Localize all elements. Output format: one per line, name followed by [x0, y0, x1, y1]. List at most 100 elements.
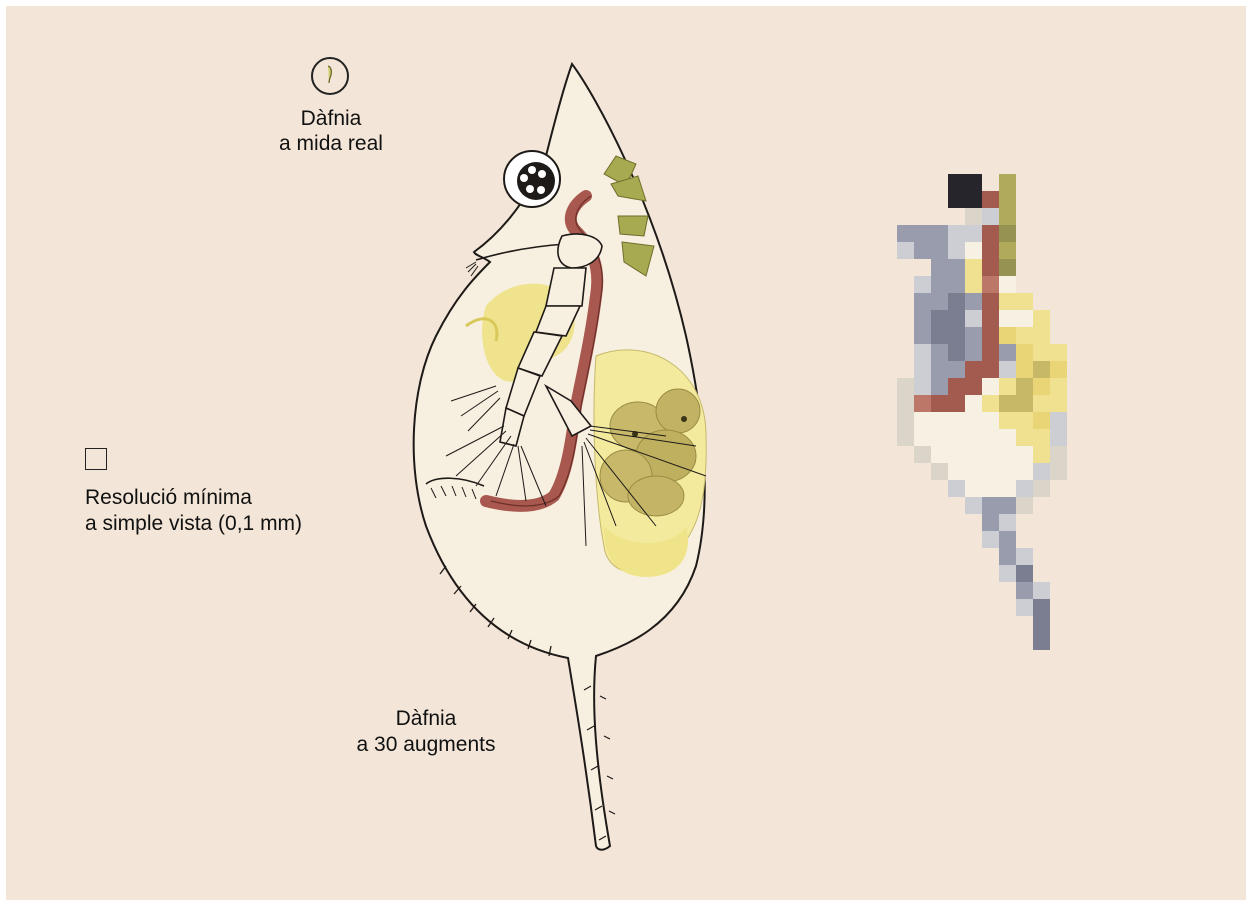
pixel-block [965, 276, 982, 293]
pixel-block [982, 480, 999, 497]
pixel-block [914, 310, 931, 327]
pixel-block [982, 378, 999, 395]
pixel-block [1016, 480, 1033, 497]
pixel-block [914, 276, 931, 293]
pixel-block [1016, 582, 1033, 599]
pixel-block [931, 463, 948, 480]
pixel-block [914, 327, 931, 344]
pixel-block [999, 327, 1016, 344]
pixel-block [982, 310, 999, 327]
pixel-block [1016, 497, 1033, 514]
pixel-block [948, 429, 965, 446]
pixel-block [948, 310, 965, 327]
pixel-block [1033, 446, 1050, 463]
pixel-block [965, 412, 982, 429]
pixel-block [999, 174, 1016, 191]
pixel-block [1050, 446, 1067, 463]
pixel-block [999, 497, 1016, 514]
pixel-block [1016, 565, 1033, 582]
pixel-block [999, 429, 1016, 446]
pixel-block [982, 242, 999, 259]
pixel-block [999, 208, 1016, 225]
pixel-block [931, 412, 948, 429]
pixel-block [948, 463, 965, 480]
pixel-block [999, 361, 1016, 378]
pixel-block [914, 429, 931, 446]
pixel-block [1033, 412, 1050, 429]
pixel-block [948, 395, 965, 412]
pixel-block [982, 446, 999, 463]
pixel-block [982, 531, 999, 548]
pixel-block [948, 378, 965, 395]
pixel-block [931, 361, 948, 378]
pixel-block [1016, 361, 1033, 378]
pixel-block [1050, 463, 1067, 480]
pixel-block [999, 191, 1016, 208]
pixel-block [948, 191, 965, 208]
pixel-block [931, 293, 948, 310]
pixel-block [914, 361, 931, 378]
pixel-block [999, 548, 1016, 565]
pixel-block [1050, 412, 1067, 429]
pixel-block [999, 293, 1016, 310]
pixel-block [897, 412, 914, 429]
pixel-block [999, 242, 1016, 259]
pixel-block [965, 174, 982, 191]
pixel-block [931, 446, 948, 463]
pixel-block [965, 191, 982, 208]
pixel-block [1016, 429, 1033, 446]
pixel-block [914, 395, 931, 412]
pixel-block [982, 429, 999, 446]
pixel-block [965, 259, 982, 276]
pixel-block [982, 276, 999, 293]
pixel-block [948, 361, 965, 378]
pixel-block [1033, 310, 1050, 327]
pixel-block [948, 412, 965, 429]
pixel-block [982, 327, 999, 344]
pixel-block [1033, 480, 1050, 497]
pixel-block [999, 310, 1016, 327]
pixel-block [999, 395, 1016, 412]
pixel-block [999, 412, 1016, 429]
pixel-block [965, 446, 982, 463]
pixel-block [965, 429, 982, 446]
pixel-block [931, 310, 948, 327]
pixel-block [1033, 599, 1050, 616]
pixel-block [931, 344, 948, 361]
pixel-block [897, 378, 914, 395]
pixel-block [982, 259, 999, 276]
pixel-block [965, 378, 982, 395]
pixel-block [965, 327, 982, 344]
pixel-block [999, 531, 1016, 548]
pixel-block [914, 293, 931, 310]
pixel-block [1033, 395, 1050, 412]
pixel-block [948, 225, 965, 242]
pixel-block [999, 344, 1016, 361]
pixel-block [999, 378, 1016, 395]
pixel-block [914, 446, 931, 463]
pixel-block [1016, 395, 1033, 412]
daphnia-pixelated [6, 6, 1246, 900]
pixel-block [948, 480, 965, 497]
pixel-block [897, 225, 914, 242]
pixel-block [914, 344, 931, 361]
pixel-block [982, 497, 999, 514]
pixel-block [948, 293, 965, 310]
pixel-block [948, 327, 965, 344]
pixel-block [1033, 429, 1050, 446]
pixel-block [965, 480, 982, 497]
pixel-block [965, 310, 982, 327]
pixel-block [999, 276, 1016, 293]
pixel-block [1033, 327, 1050, 344]
pixel-block [999, 463, 1016, 480]
pixel-block [999, 225, 1016, 242]
pixel-block [914, 378, 931, 395]
pixel-block [1033, 344, 1050, 361]
pixel-block [931, 242, 948, 259]
pixel-block [965, 242, 982, 259]
pixel-block [999, 259, 1016, 276]
pixel-block [931, 225, 948, 242]
pixel-block [931, 276, 948, 293]
pixel-block [1016, 548, 1033, 565]
pixel-block [982, 344, 999, 361]
